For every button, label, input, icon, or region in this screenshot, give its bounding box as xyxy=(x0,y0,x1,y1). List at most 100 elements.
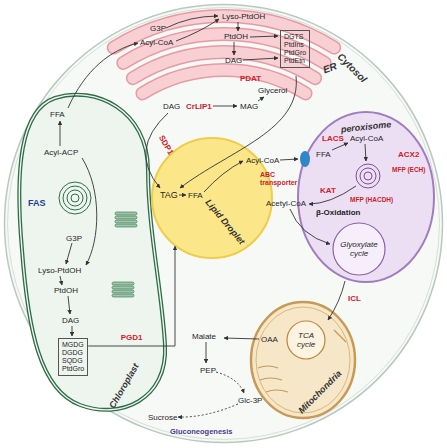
lipid-name: DGTS xyxy=(284,33,306,41)
cycle-outline xyxy=(333,223,385,275)
peroxisome-membrane xyxy=(298,112,434,282)
reaction-arrow xyxy=(204,161,243,192)
cell-compartment: DGTSPtdInsPtdGroPtdEtnERMGDGDGDGSQDGPtdG… xyxy=(3,3,444,444)
thylakoid-spiral xyxy=(59,182,91,214)
mitochondrial-crista xyxy=(258,366,278,368)
mitochondrial-crista xyxy=(260,378,282,380)
metabolite-label: DAG xyxy=(62,316,79,325)
mitochondrion-membrane xyxy=(251,302,355,418)
reaction-arrow xyxy=(224,338,259,339)
metabolite-label: Acyl-CoA xyxy=(246,156,279,165)
reaction-arrow xyxy=(68,296,70,314)
cycle-outline xyxy=(287,321,325,359)
metabolite-label: PtdOH xyxy=(54,286,78,295)
mitochondrion-compartment: TCA cycleMitochondria xyxy=(251,302,355,418)
reaction-arrow xyxy=(72,326,73,336)
reaction-arrow xyxy=(213,106,237,107)
reaction-arrow xyxy=(332,143,348,150)
enzyme-label: ICL xyxy=(348,294,361,303)
metabolite-label: Malate xyxy=(192,332,216,341)
lipid-name: PtdEtn xyxy=(284,57,306,65)
grana-stack xyxy=(112,290,134,293)
beta-oxidation-spiral xyxy=(356,164,380,188)
chloroplast-envelope xyxy=(19,95,165,410)
lipid-list-box: DGTSPtdInsPtdGroPtdEtn xyxy=(280,30,310,68)
thylakoid-spiral xyxy=(71,194,79,202)
lipid-name: PtdGro xyxy=(62,365,84,373)
grana-stack xyxy=(112,286,134,289)
enzyme-label: KAT xyxy=(320,186,336,195)
reaction-arrow xyxy=(243,58,278,60)
grana-stack xyxy=(115,220,137,223)
cycle-label: TCA cycle xyxy=(291,331,321,349)
reaction-arrow xyxy=(234,42,235,55)
metabolite-label: Glycerol xyxy=(258,86,287,95)
reaction-arrow xyxy=(60,121,61,146)
grana-stack xyxy=(112,282,134,285)
transfer-arrow xyxy=(88,246,175,346)
lipid-name: SQDG xyxy=(62,357,84,365)
reaction-arrow xyxy=(82,158,97,265)
reaction-arrow xyxy=(309,186,356,204)
grana-stack xyxy=(112,294,134,297)
metabolite-label: Gluconeogenesis xyxy=(170,428,233,437)
cell-membrane xyxy=(8,8,440,440)
thylakoid-spiral xyxy=(67,190,83,206)
metabolite-label: Lyso-PtdOH xyxy=(222,12,265,21)
beta-oxidation-spiral xyxy=(364,172,372,180)
metabolite-label: Acyl-ACP xyxy=(44,148,78,157)
metabolite-label: DAG xyxy=(163,102,180,111)
lipid-name: MGDG xyxy=(62,341,84,349)
enzyme-label: SDP1 xyxy=(157,134,175,157)
enzyme-label: ABC transporter xyxy=(260,171,302,187)
reaction-arrow xyxy=(180,76,296,188)
reaction-arrow xyxy=(258,97,264,101)
reaction-arrow xyxy=(328,281,345,320)
enzyme-label: MFP (HACDH) xyxy=(350,196,393,203)
metabolite-label: FFA xyxy=(316,150,331,159)
metabolite-label: G3P xyxy=(150,24,166,33)
abc-transporter-symbol xyxy=(300,151,310,167)
metabolite-label: TAG xyxy=(160,190,178,200)
thylakoid-spiral xyxy=(63,186,87,210)
lipid-name: PtdIns xyxy=(284,41,306,49)
reaction-arrow xyxy=(280,159,298,160)
cycle-circle: TCA cycle xyxy=(286,320,326,360)
grana-stack xyxy=(115,216,137,219)
enzyme-label: PDAT xyxy=(240,74,261,83)
metabolite-label: FFA xyxy=(188,191,203,200)
metabolite-label: OAA xyxy=(261,335,278,344)
metabolite-label: Glc-3P xyxy=(238,396,262,405)
metabolite-label: Acyl-CoA xyxy=(140,38,173,47)
grana-stack xyxy=(115,212,137,215)
lipid-name: DGDG xyxy=(62,349,84,357)
metabolite-label: PEP xyxy=(200,366,216,375)
reaction-arrow xyxy=(66,243,72,264)
metabolite-label: G3P xyxy=(66,234,82,243)
cycle-circle: Glyoxylate cycle xyxy=(332,222,386,276)
reaction-arrow xyxy=(178,404,238,417)
metabolite-label: Lyso-PtdOH xyxy=(38,266,81,275)
lipid-list-box: MGDGDGDGSQDGPtdGro xyxy=(58,338,88,376)
reaction-arrow xyxy=(238,22,239,31)
metabolite-label: PtdOH xyxy=(224,32,248,41)
reaction-arrow xyxy=(365,144,366,161)
chloroplast-envelope xyxy=(19,95,165,410)
reaction-arrow xyxy=(166,16,218,28)
enzyme-label: FAS xyxy=(28,198,46,208)
cycle-label: Glyoxylate cycle xyxy=(337,240,381,258)
metabolite-label: Acetyl-CoA xyxy=(266,199,306,208)
metabolite-label: Sucrose xyxy=(148,413,177,422)
reaction-arrow xyxy=(216,372,244,393)
lipid-name: PtdGro xyxy=(284,49,306,57)
reaction-arrow xyxy=(206,342,207,363)
reaction-arrow xyxy=(68,43,138,108)
grana-stack xyxy=(115,224,137,227)
enzyme-label: CrLIP1 xyxy=(186,102,212,111)
enzyme-label: PGD1 xyxy=(120,333,144,342)
mitochondrial-crista xyxy=(266,390,288,392)
enzyme-label: LACS xyxy=(322,134,344,143)
metabolite-label: MAG xyxy=(240,102,258,111)
beta-oxidation-spiral xyxy=(360,168,376,184)
metabolite-label: Acyl-CoA xyxy=(350,134,383,143)
